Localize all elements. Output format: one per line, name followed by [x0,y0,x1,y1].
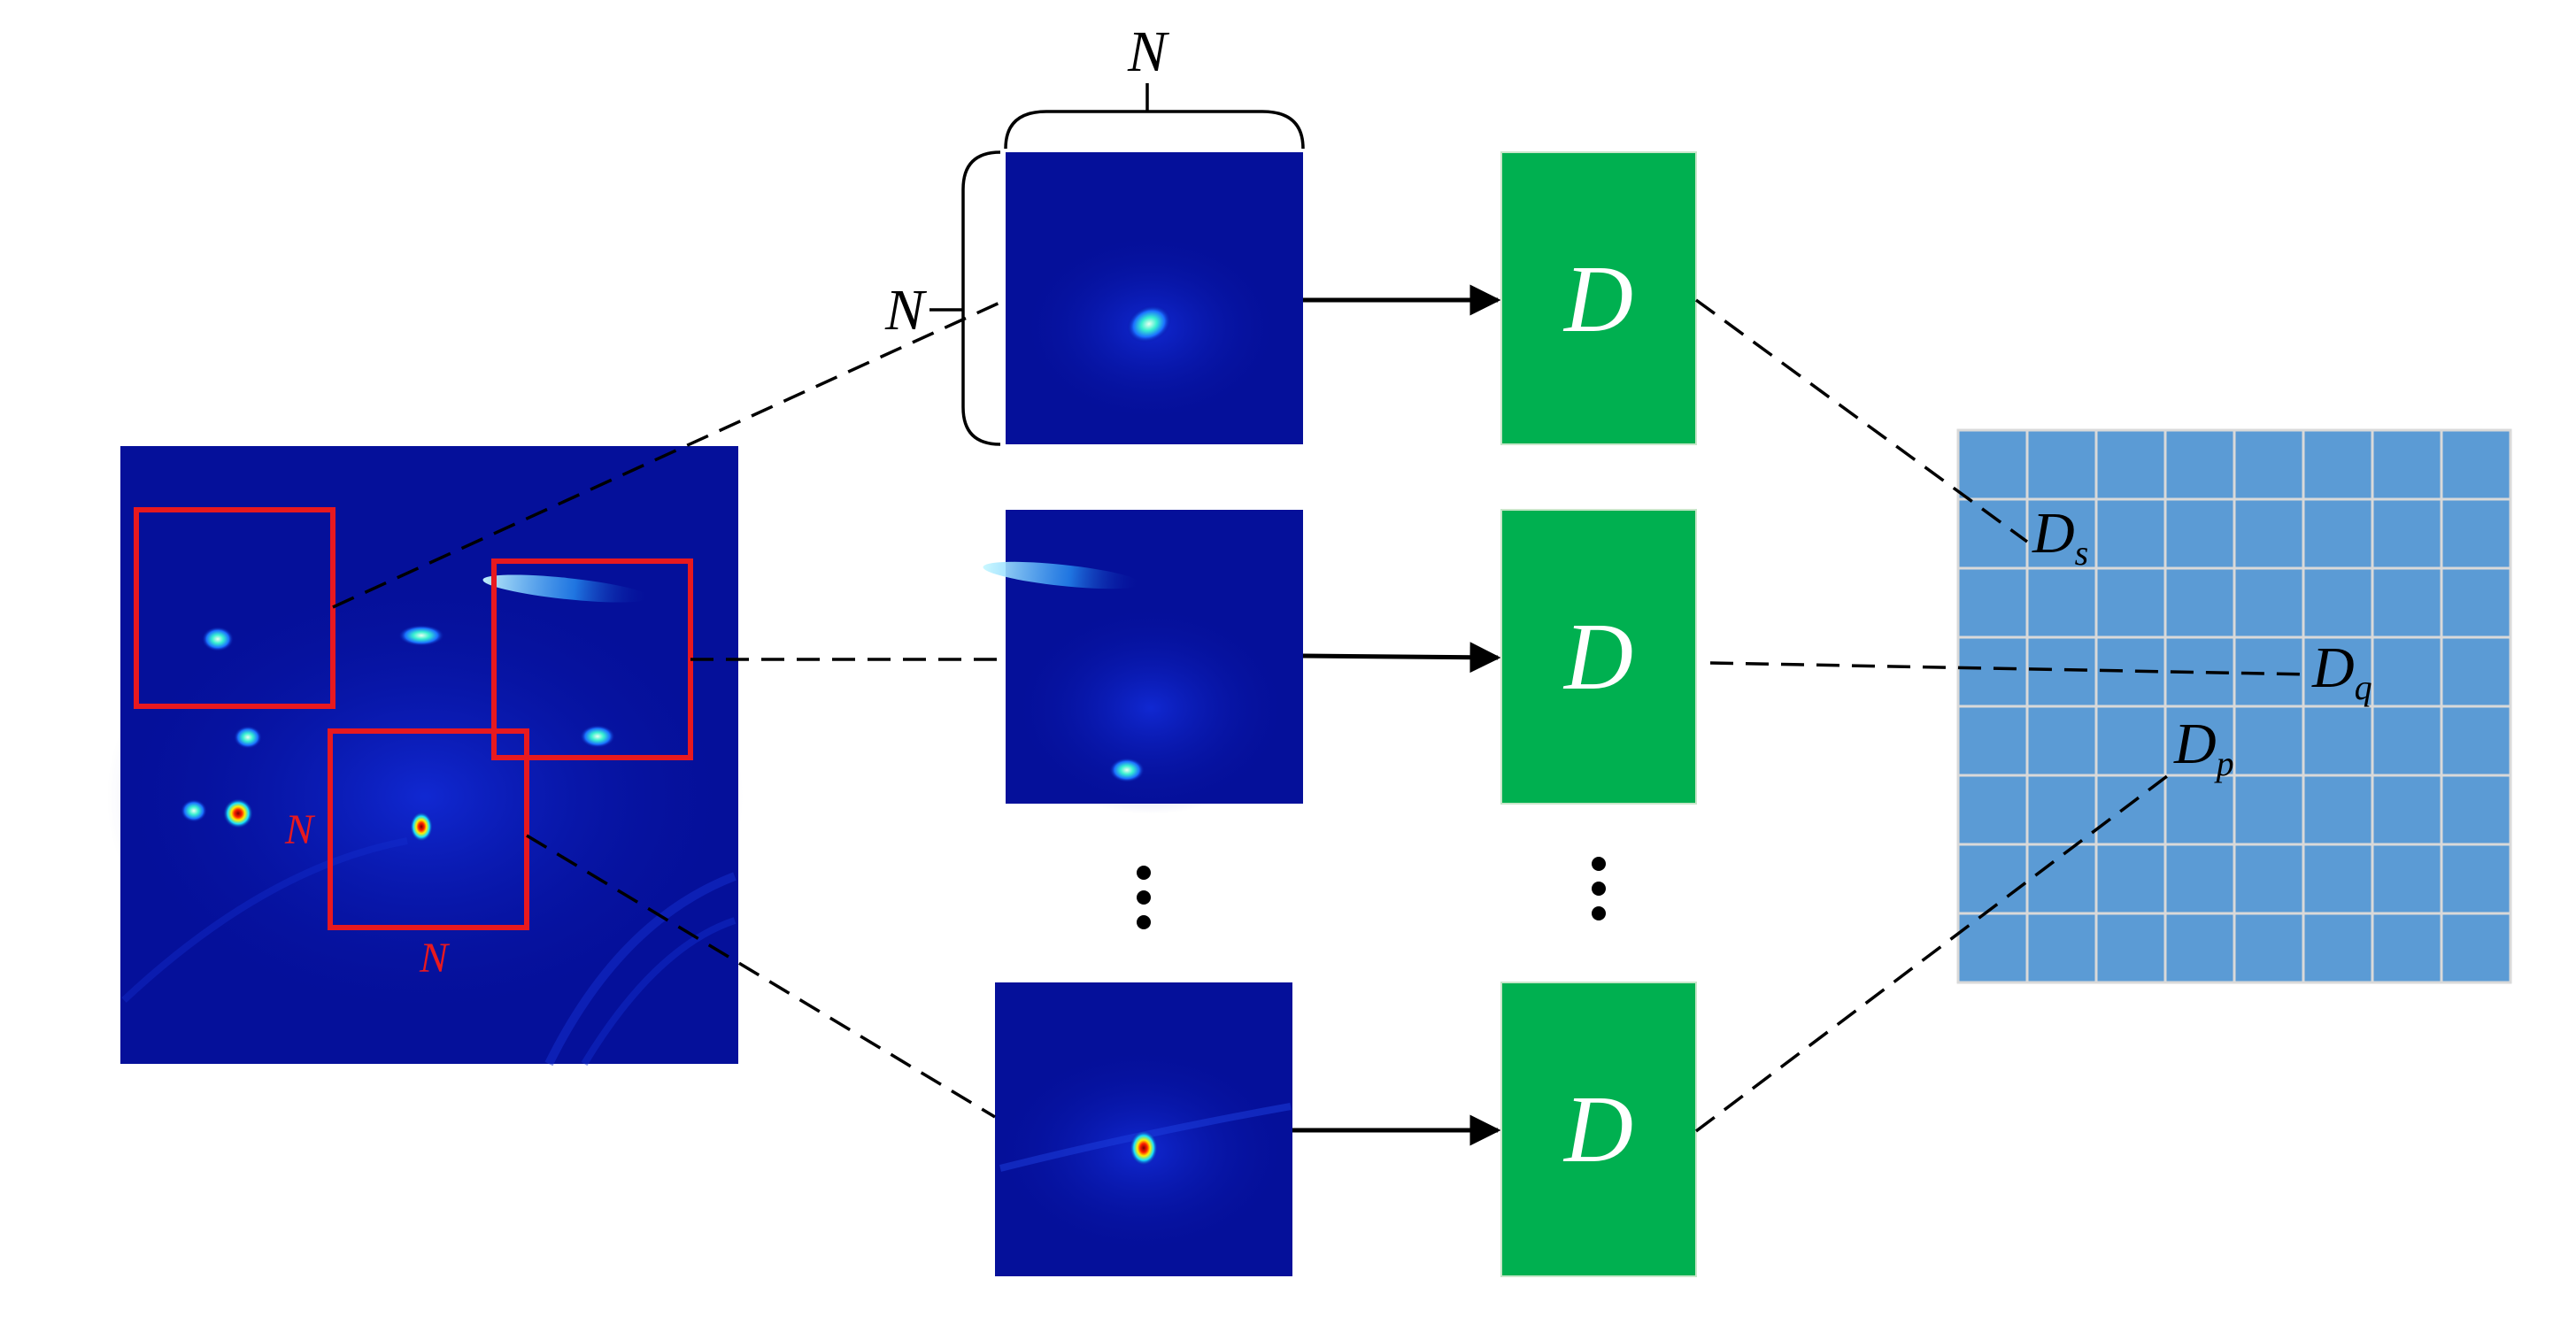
crop-box-3 [328,728,529,930]
patch-2-spot [1109,758,1145,782]
connector-detector-3-output [1694,772,2172,1133]
patch-2-streak [983,561,1142,589]
source-hot-spot-2 [410,812,433,842]
patch-3-hot-spot [1130,1130,1158,1166]
patch-2 [983,510,1303,814]
top-size-bracket [1004,83,1305,150]
vertical-ellipsis-icon [1137,866,1151,929]
crop-box-1 [134,507,335,709]
arrow-2 [1302,642,1501,674]
vertical-ellipsis-icon [1592,857,1606,920]
source-ripple-1 [544,872,737,1067]
patch-3 [991,982,1292,1276]
source-spot-1 [202,627,234,651]
crop-width-label: N [419,935,451,982]
source-spot-5 [181,799,207,822]
source-ripple-2 [581,917,737,1067]
left-size-bracket [929,150,1001,446]
patch-1 [1006,152,1303,444]
detector-block-2: D [1500,509,1697,805]
source-ripple-3 [121,837,408,1003]
connector-source-patch-3 [526,834,996,1119]
connector-detector-1-output [1694,298,2029,543]
source-image: N N [106,446,744,1067]
connector-source-patch-1 [332,297,1008,609]
detector-3-label: D [1562,1077,1633,1182]
top-size-label: N [1127,19,1170,84]
detector-block-3: D [1500,982,1697,1277]
source-hot-spot-1 [223,798,253,828]
patch-1-spot [1126,304,1172,343]
source-spot-3 [234,726,262,749]
output-label-p: Dp [2173,712,2234,783]
connector-detector-2-output [1709,661,2311,676]
output-grid [1956,428,2512,984]
source-spot-4 [580,725,615,748]
left-size-label: N [884,278,928,343]
output-label-s: Ds [2032,501,2088,573]
detector-1-label: D [1562,247,1633,352]
source-glow [106,566,744,1027]
patch-2-glow [1009,602,1292,814]
detector-block-1: D [1500,151,1697,445]
detector-2-label: D [1562,605,1633,710]
output-label-q: Dq [2311,635,2372,707]
source-streak [482,574,651,603]
source-spot-2 [398,625,444,646]
crop-height-label: N [284,806,316,853]
